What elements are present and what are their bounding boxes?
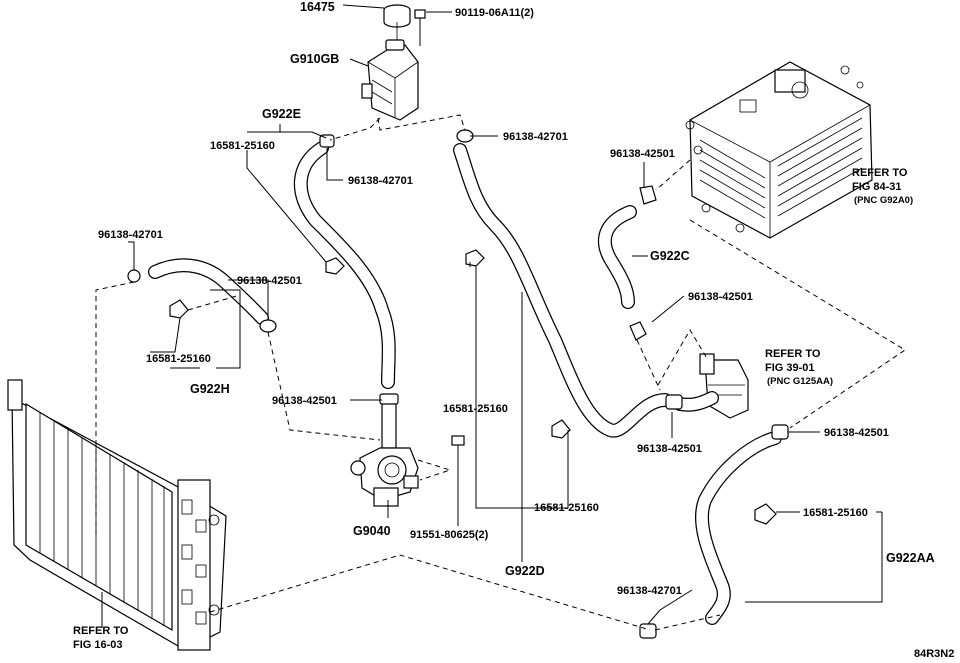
label-hose-c: G922C [650,249,690,263]
ref-inverter-line3: (PNC G92A0) [854,195,913,206]
ref-inverter: REFER TO FIG 84-31 (PNC G92A0) [852,167,913,206]
label-hose-h-clamp-upper: 96138-42501 [237,275,302,287]
hose-g922c [597,205,637,309]
hose-valve-outlet [673,391,719,412]
drawing-id: 84R3N2 [914,648,954,660]
clamp-center-b [551,419,571,439]
label-hose-e-clamp-right: 96138-42701 [348,175,413,187]
label-hose-h-clamp-lower: 16581-25160 [146,353,211,365]
leader-lines [101,4,883,628]
ref-radiator: REFER TO FIG 16-03 [73,625,129,651]
label-bolt-tank: 90119-06A11(2) [455,7,534,19]
clamp-g922e-mid [325,257,345,275]
ref-radiator-line2: FIG 16-03 [73,639,123,651]
clamp-aa-bottom [639,623,657,639]
ref-valve-line3: (PNC G125AA) [767,376,833,387]
clamp-h-upper [259,319,277,333]
label-bolt-pump: 91551-80625(2) [410,529,489,541]
clamp-valve-left [665,394,683,410]
clamp-center-a [465,249,485,267]
clamp-pump-fitting [379,393,399,405]
label-inverter-clamp: 96138-42501 [610,148,675,160]
ref-inverter-line1: REFER TO [852,167,908,179]
label-hose-e-clamp-left: 16581-25160 [210,140,275,152]
label-left-top-clamp: 96138-42701 [98,229,163,241]
clamp-g922e-top [319,134,335,148]
label-hose-e: G922E [262,107,301,121]
hose-g922aa [694,431,782,625]
label-aa-clamp-bottom: 96138-42701 [617,585,682,597]
tank-bolt [414,9,426,46]
water-valve [699,353,749,419]
label-upper-center-clamp: 96138-42701 [503,131,568,143]
label-center-clamp-b: 16581-25160 [534,502,599,514]
connection-lines [95,114,906,631]
radiator [7,379,227,651]
ref-valve: REFER TO FIG 39-01 (PNC G125AA) [765,348,833,387]
clamp-h-lower [169,299,189,319]
label-pump-clamp: 96138-42501 [272,395,337,407]
label-valve-right-clamp: 96138-42501 [824,427,889,439]
hose-g922e [293,141,396,389]
clamp-valve-right [771,424,789,440]
ref-valve-line2: FIG 39-01 [765,362,815,374]
label-tank: G910GB [290,52,339,66]
clamp-inverter [639,185,657,205]
reservoir-cap [383,4,411,40]
ref-radiator-line1: REFER TO [73,625,129,637]
reservoir-tank [361,39,419,121]
label-cap: 16475 [300,0,335,14]
label-aa-clamp-mid: 16581-25160 [803,507,868,519]
ref-valve-line1: REFER TO [765,348,821,360]
label-center-clamp-a: 16581-25160 [443,403,508,415]
ref-inverter-line2: FIG 84-31 [852,181,902,193]
clamp-left-top [127,269,141,283]
label-valve-left-clamp: 96138-42501 [637,443,702,455]
label-hose-d: G922D [505,564,545,578]
label-hose-h: G922H [190,382,230,396]
labels: 16475 90119-06A11(2) G910GB G922E 16581-… [98,0,935,597]
water-pump [350,397,419,507]
label-pump: G9040 [353,524,391,538]
label-hose-aa: G922AA [886,551,935,565]
pump-bolt [451,435,465,470]
clamp-right-mid [629,321,647,341]
inverter-assembly [685,61,873,239]
clamp-aa-mid [754,503,777,525]
label-right-mid-clamp: 96138-42501 [688,291,753,303]
hose-g922d [453,143,672,438]
hose-g922h [148,258,269,325]
